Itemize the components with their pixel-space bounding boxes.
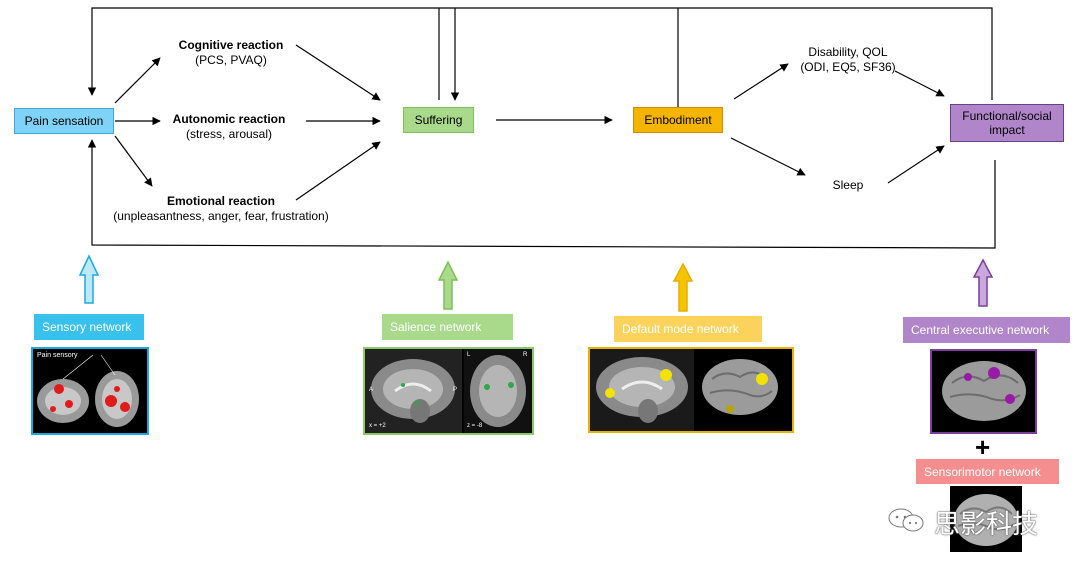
sensorimotor-brain-image — [950, 486, 1022, 552]
cognitive-reaction-title: Cognitive reaction — [178, 38, 284, 52]
central-executive-brain-image — [930, 349, 1037, 434]
default-up-arrow — [672, 262, 694, 312]
embodiment-label: Embodiment — [644, 113, 712, 127]
central-executive-network-label: Central executive network — [903, 317, 1070, 343]
central-up-arrow — [972, 258, 994, 307]
arrow-emotional-suffering — [295, 141, 381, 201]
arrow-embodiment-disability — [733, 63, 789, 100]
salience-label-p: P — [453, 387, 458, 393]
arrow-pain-emotional — [114, 135, 153, 187]
sensory-up-arrow — [78, 254, 100, 304]
emotional-reaction-detail: (unpleasantness, anger, fear, frustratio… — [113, 209, 329, 223]
suffering-node: Suffering — [403, 107, 474, 133]
emotional-reaction: Emotional reaction (unpleasantness, ange… — [104, 194, 338, 224]
cognitive-reaction-detail: (PCS, PVAQ) — [195, 53, 267, 67]
salience-label-x: x = +2 — [369, 423, 386, 429]
sleep-outcome: Sleep — [823, 178, 873, 193]
salience-brain-drawing — [365, 349, 532, 433]
sensorimotor-network-label: Sensorimotor network — [916, 459, 1059, 484]
salience-label-z: z = -8 — [467, 423, 483, 429]
functional-impact-node: Functional/social impact — [950, 104, 1064, 142]
wechat-icon — [888, 508, 924, 532]
autonomic-reaction: Autonomic reaction (stress, arousal) — [165, 112, 293, 142]
salience-brain-image: A P L R x = +2 z = -8 — [363, 347, 534, 435]
arrow-sleep-functional — [887, 145, 945, 184]
salience-label-r: R — [523, 352, 528, 358]
arrow-pain-cognitive — [114, 57, 161, 104]
functional-impact-label: Functional/social impact — [962, 109, 1052, 137]
disability-line1: Disability, QOL — [808, 45, 888, 59]
watermark-text: 思影科技 — [934, 510, 1039, 540]
sensory-brain-drawing — [37, 354, 139, 427]
sleep-label: Sleep — [832, 178, 864, 192]
salience-label-l: L — [467, 352, 471, 358]
plus-sign: + — [975, 432, 991, 462]
arrow-embodiment-sleep — [730, 137, 806, 176]
sensory-network-label: Sensory network — [34, 314, 144, 340]
default-mode-brain-drawing — [590, 349, 792, 431]
pain-sensation-label: Pain sensation — [24, 114, 104, 128]
embodiment-node: Embodiment — [633, 107, 723, 133]
disability-outcome: Disability, QOL (ODI, EQ5, SF36) — [796, 45, 900, 75]
suffering-label: Suffering — [414, 113, 463, 127]
cognitive-reaction: Cognitive reaction (PCS, PVAQ) — [171, 38, 291, 68]
autonomic-reaction-detail: (stress, arousal) — [185, 127, 273, 141]
top-feedback-line — [87, 7, 993, 100]
salience-up-arrow — [437, 260, 459, 310]
central-executive-brain-drawing — [942, 361, 1026, 421]
sensory-brain-title: Pain sensory — [37, 352, 78, 359]
arrow-cognitive-suffering — [295, 44, 381, 101]
disability-line2: (ODI, EQ5, SF36) — [800, 60, 896, 74]
arrow-disability-functional — [894, 70, 945, 97]
salience-network-label: Salience network — [382, 314, 513, 340]
sensorimotor-brain-drawing — [954, 494, 1018, 546]
default-mode-brain-image — [588, 347, 794, 433]
pain-sensation-node: Pain sensation — [14, 108, 114, 134]
bottom-feedback-line — [87, 139, 996, 249]
salience-label-a: A — [369, 387, 374, 393]
autonomic-reaction-title: Autonomic reaction — [172, 112, 286, 126]
emotional-reaction-title: Emotional reaction — [166, 194, 276, 208]
sensory-brain-image: Pain sensory — [31, 347, 149, 435]
default-mode-network-label: Default mode network — [614, 316, 762, 342]
